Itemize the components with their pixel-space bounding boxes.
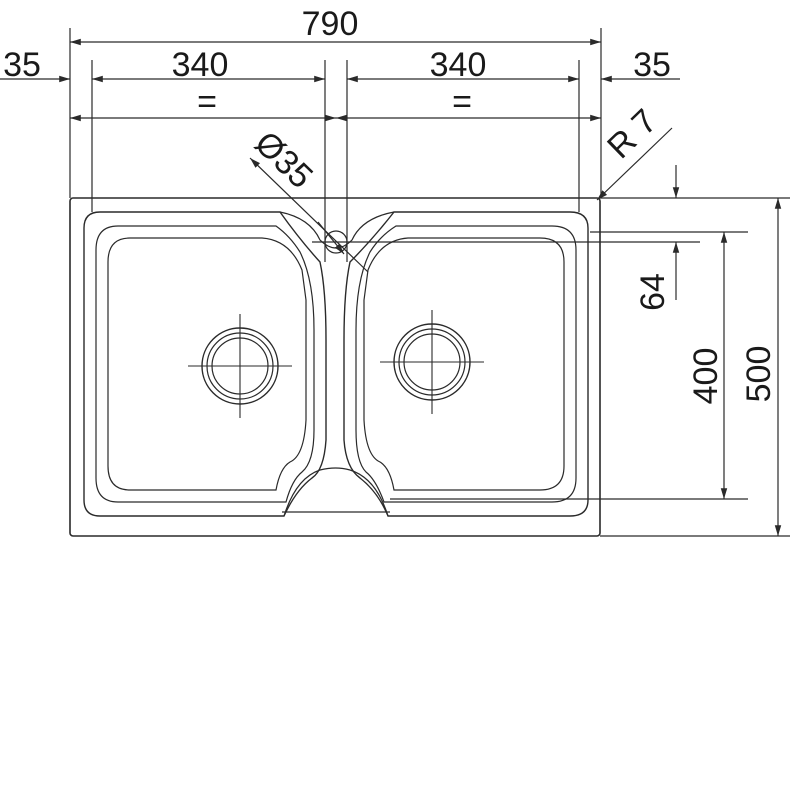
left-bowl-inner-edge [95,225,315,503]
right-drain [380,310,484,414]
right-bowl-outer-edge [343,211,589,517]
dim-leader-radius [596,127,673,201]
left-bowl [83,211,327,517]
dim-right-bowl-width: 340 [430,46,487,84]
extension-lines [69,28,790,537]
right-bowl-basin [363,237,565,491]
dim-left-margin: 35 [3,46,41,84]
dim-leader-overflow [249,157,369,273]
dim-left-bowl-width: 340 [172,46,229,84]
right-bowl-inner-edge [355,225,577,503]
left-bowl-basin [107,237,307,491]
dim-overall-width: 790 [302,5,359,43]
bowl-divider [279,211,395,517]
dim-right-margin: 35 [633,46,671,84]
dim-overall-depth: 500 [740,346,778,403]
right-bowl [343,211,589,517]
dim-overflow-diameter: Ø35 [247,124,320,196]
sink-outer-rim [69,197,601,537]
dim-equal-left: = [197,83,217,121]
dim-corner-radius: R 7 [600,102,664,166]
dim-equal-right: = [452,83,472,121]
left-bowl-outer-edge [83,211,327,517]
left-drain [188,314,292,418]
sink-outline [69,197,601,537]
divider-bottom-notch [283,467,389,517]
dim-bowl-depth: 400 [687,348,725,405]
dim-tap-offset: 64 [634,273,672,311]
dim-leader-overflow-arrow [317,221,345,255]
